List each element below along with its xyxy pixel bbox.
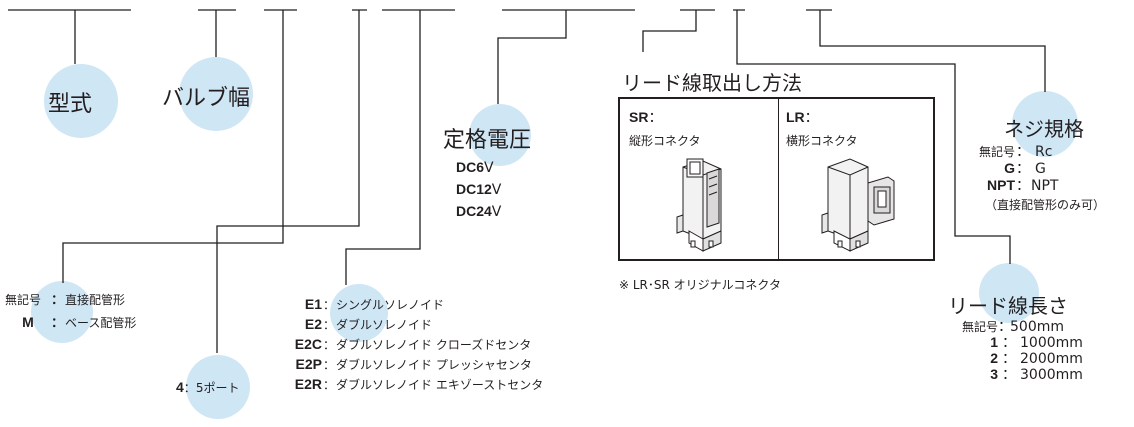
leader-valve-width — [198, 9, 236, 57]
thread-item: G ： G — [1004, 160, 1046, 177]
lead-length-title: リード線長さ — [948, 294, 1068, 318]
piping-item: M ： ベース配管形 — [22, 314, 137, 330]
valve-width-title: バルブ幅 — [162, 86, 251, 111]
solenoid-item: E2C ： ダブルソレノイド クローズドセンタ — [294, 336, 532, 352]
leader-piping — [62, 9, 297, 283]
circle-thread — [1012, 91, 1078, 157]
ports-item: 4 ： 5ポート — [176, 379, 240, 395]
circle-lead-length — [979, 263, 1039, 323]
leader-ports — [216, 9, 367, 353]
solenoid-item: E2 ： ダブルソレノイド — [304, 316, 433, 332]
lead-length-item: 2 ： 2000mm — [990, 350, 1083, 367]
circle-ports — [186, 355, 250, 419]
lead-length-list: 無記号 ： 500mm 1 ： 1000mm 2 ： 2000mm 3 ： 30… — [958, 320, 1083, 383]
leader-voltage — [497, 9, 635, 104]
thread-list: 無記号 ： Rc G ： G NPT ： NPT — [975, 144, 1058, 194]
sr-desc: 縦形コネクタ — [629, 134, 701, 148]
circle-solenoid — [330, 284, 388, 342]
lead-exit-title: リード線取出し方法 — [622, 71, 802, 95]
lead-length-item: 無記号 ： 500mm — [961, 319, 1064, 335]
thread-item: 無記号 ： Rc — [978, 144, 1053, 160]
voltage-title: 定格電圧 — [443, 128, 532, 153]
lead-exit-note: ※ LR･SR オリジナルコネクタ — [619, 278, 781, 292]
solenoid-item: E1 ： シングルソレノイド — [304, 296, 445, 312]
circle-piping — [31, 281, 93, 343]
leader-lead-length — [733, 9, 1011, 264]
lead-exit-box: SR： 縦形コネクタ LR： 横形コネクタ — [618, 97, 935, 261]
circle-valve-width — [179, 57, 253, 131]
vertical-connector-illustration — [676, 158, 722, 252]
lead-length-item: 1 ： 1000mm — [990, 334, 1083, 351]
solenoid-item: E2P ： ダブルソレノイド プレッシャセンタ — [295, 356, 532, 372]
circle-voltage — [469, 104, 531, 166]
solenoid-item: E2R ： ダブルソレノイド エキゾーストセンタ — [294, 376, 544, 392]
circle-model — [44, 64, 118, 138]
thread-title: ネジ規格 — [1004, 117, 1084, 141]
thread-item: NPT ： NPT — [987, 177, 1059, 194]
horizontal-connector-illustration — [821, 158, 895, 252]
solenoid-list: E1 ： シングルソレノイド E2 ： ダブルソレノイド E2C ： ダブルソレ… — [284, 295, 543, 395]
sr-option: SR： — [629, 109, 663, 126]
model-title: 型式 — [48, 92, 93, 117]
lr-option: LR： — [786, 109, 819, 126]
piping-list: 無記号 ： 直接配管形 M ： ベース配管形 — [5, 289, 136, 334]
leader-model — [8, 9, 131, 64]
leader-thread — [806, 9, 1046, 92]
leader-lead-exit — [642, 9, 715, 52]
lead-length-item: 3 ： 3000mm — [990, 366, 1083, 383]
piping-item: 無記号 ： 直接配管形 — [5, 292, 126, 307]
lead-exit-divider — [778, 99, 779, 259]
thread-note: （直接配管形のみ可） — [985, 198, 1106, 212]
leader-solenoid — [345, 9, 455, 285]
lr-desc: 横形コネクタ — [786, 134, 858, 148]
